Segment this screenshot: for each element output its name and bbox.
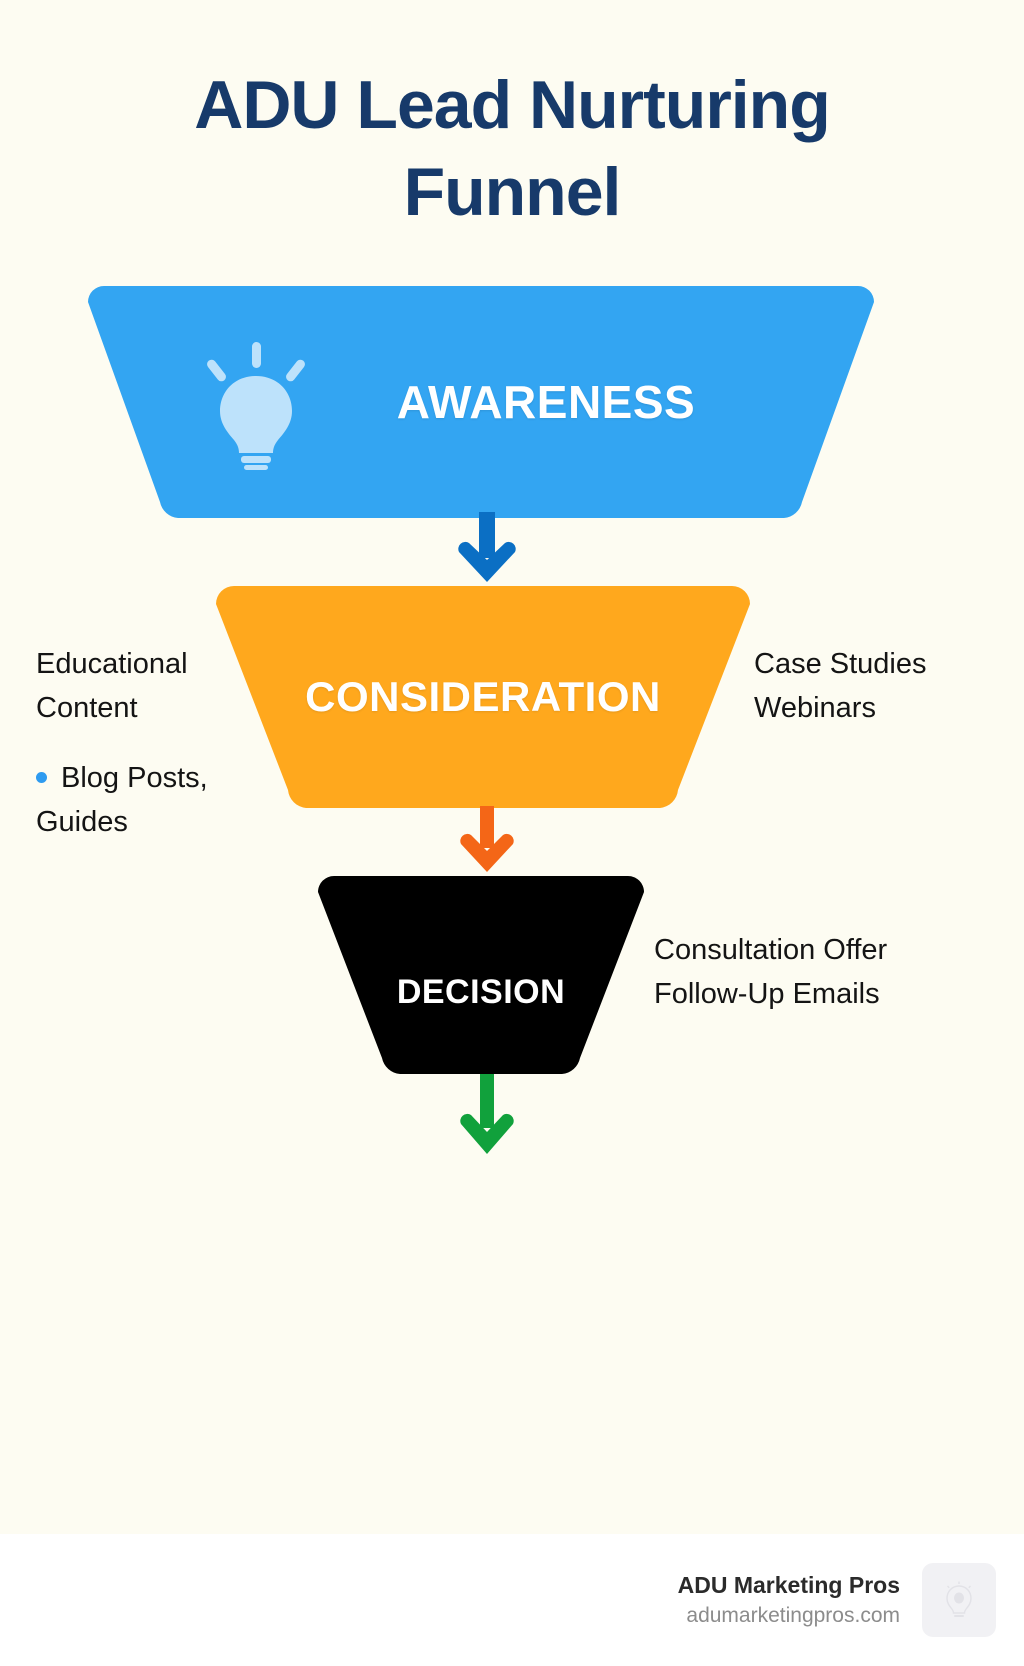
- annotation-decision-right-line-2: Follow-Up Emails: [654, 978, 880, 1011]
- annotation-left-bullet-list: Blog Posts, Guides: [36, 756, 236, 844]
- lightbulb-icon: [207, 342, 305, 470]
- page-title-line-1: ADU Lead Nurturing: [194, 67, 831, 143]
- annotation-consideration-left: Educational Content Blog Posts, Guides: [36, 642, 236, 844]
- lightbulb-icon: [946, 1581, 972, 1617]
- consideration-trapezoid-shape: [216, 586, 750, 808]
- funnel-stage-awareness[interactable]: AWARENESS: [88, 286, 874, 518]
- footer-logo-box: [922, 1563, 996, 1637]
- footer-text-block: ADU Marketing Pros adumarketingpros.com: [678, 1570, 900, 1630]
- decision-trapezoid-shape: [318, 876, 644, 1074]
- annotation-left-bullet-lines: Blog Posts,: [61, 756, 208, 800]
- annotation-left-bullet-line-2: Guides: [36, 806, 128, 839]
- arrow-awareness-to-consideration: [458, 512, 516, 582]
- awareness-label: AWARENESS: [396, 376, 696, 428]
- awareness-trapezoid-shape: [88, 286, 874, 518]
- funnel-stage-consideration[interactable]: CONSIDERATION: [216, 586, 750, 808]
- annotation-consideration-right-line-2: Webinars: [754, 692, 876, 725]
- footer-website-url[interactable]: adumarketingpros.com: [686, 1603, 900, 1627]
- page-title-line-2: Funnel: [403, 154, 622, 231]
- arrow-consideration-to-decision: [460, 806, 514, 872]
- page-title: ADU Lead Nurturing Funnel: [0, 62, 1024, 236]
- funnel-diagram: AWARENESS CONSIDERATION: [36, 286, 1004, 1154]
- arrow-decision-output: [460, 1074, 514, 1154]
- annotation-decision-right: Consultation Offer Follow-Up Emails: [654, 928, 954, 1016]
- annotation-left-heading-line-2: Content: [36, 692, 138, 725]
- funnel-stage-decision[interactable]: DECISION: [318, 876, 644, 1074]
- list-item: Blog Posts,: [36, 756, 236, 800]
- footer-bar: ADU Marketing Pros adumarketingpros.com: [0, 1534, 1024, 1666]
- decision-label: DECISION: [396, 972, 566, 1011]
- annotation-decision-right-line-1: Consultation Offer: [654, 934, 888, 966]
- footer-brand-name: ADU Marketing Pros: [677, 1571, 900, 1598]
- annotation-left-heading-line-1: Educational: [36, 648, 188, 680]
- annotation-left-bullet-line-1: Blog Posts,: [61, 762, 208, 795]
- annotation-consideration-right: Case Studies Webinars: [754, 642, 1004, 730]
- consideration-label: CONSIDERATION: [305, 673, 661, 720]
- annotation-consideration-right-line-1: Case Studies: [754, 648, 927, 680]
- bullet-dot-icon: [36, 772, 47, 784]
